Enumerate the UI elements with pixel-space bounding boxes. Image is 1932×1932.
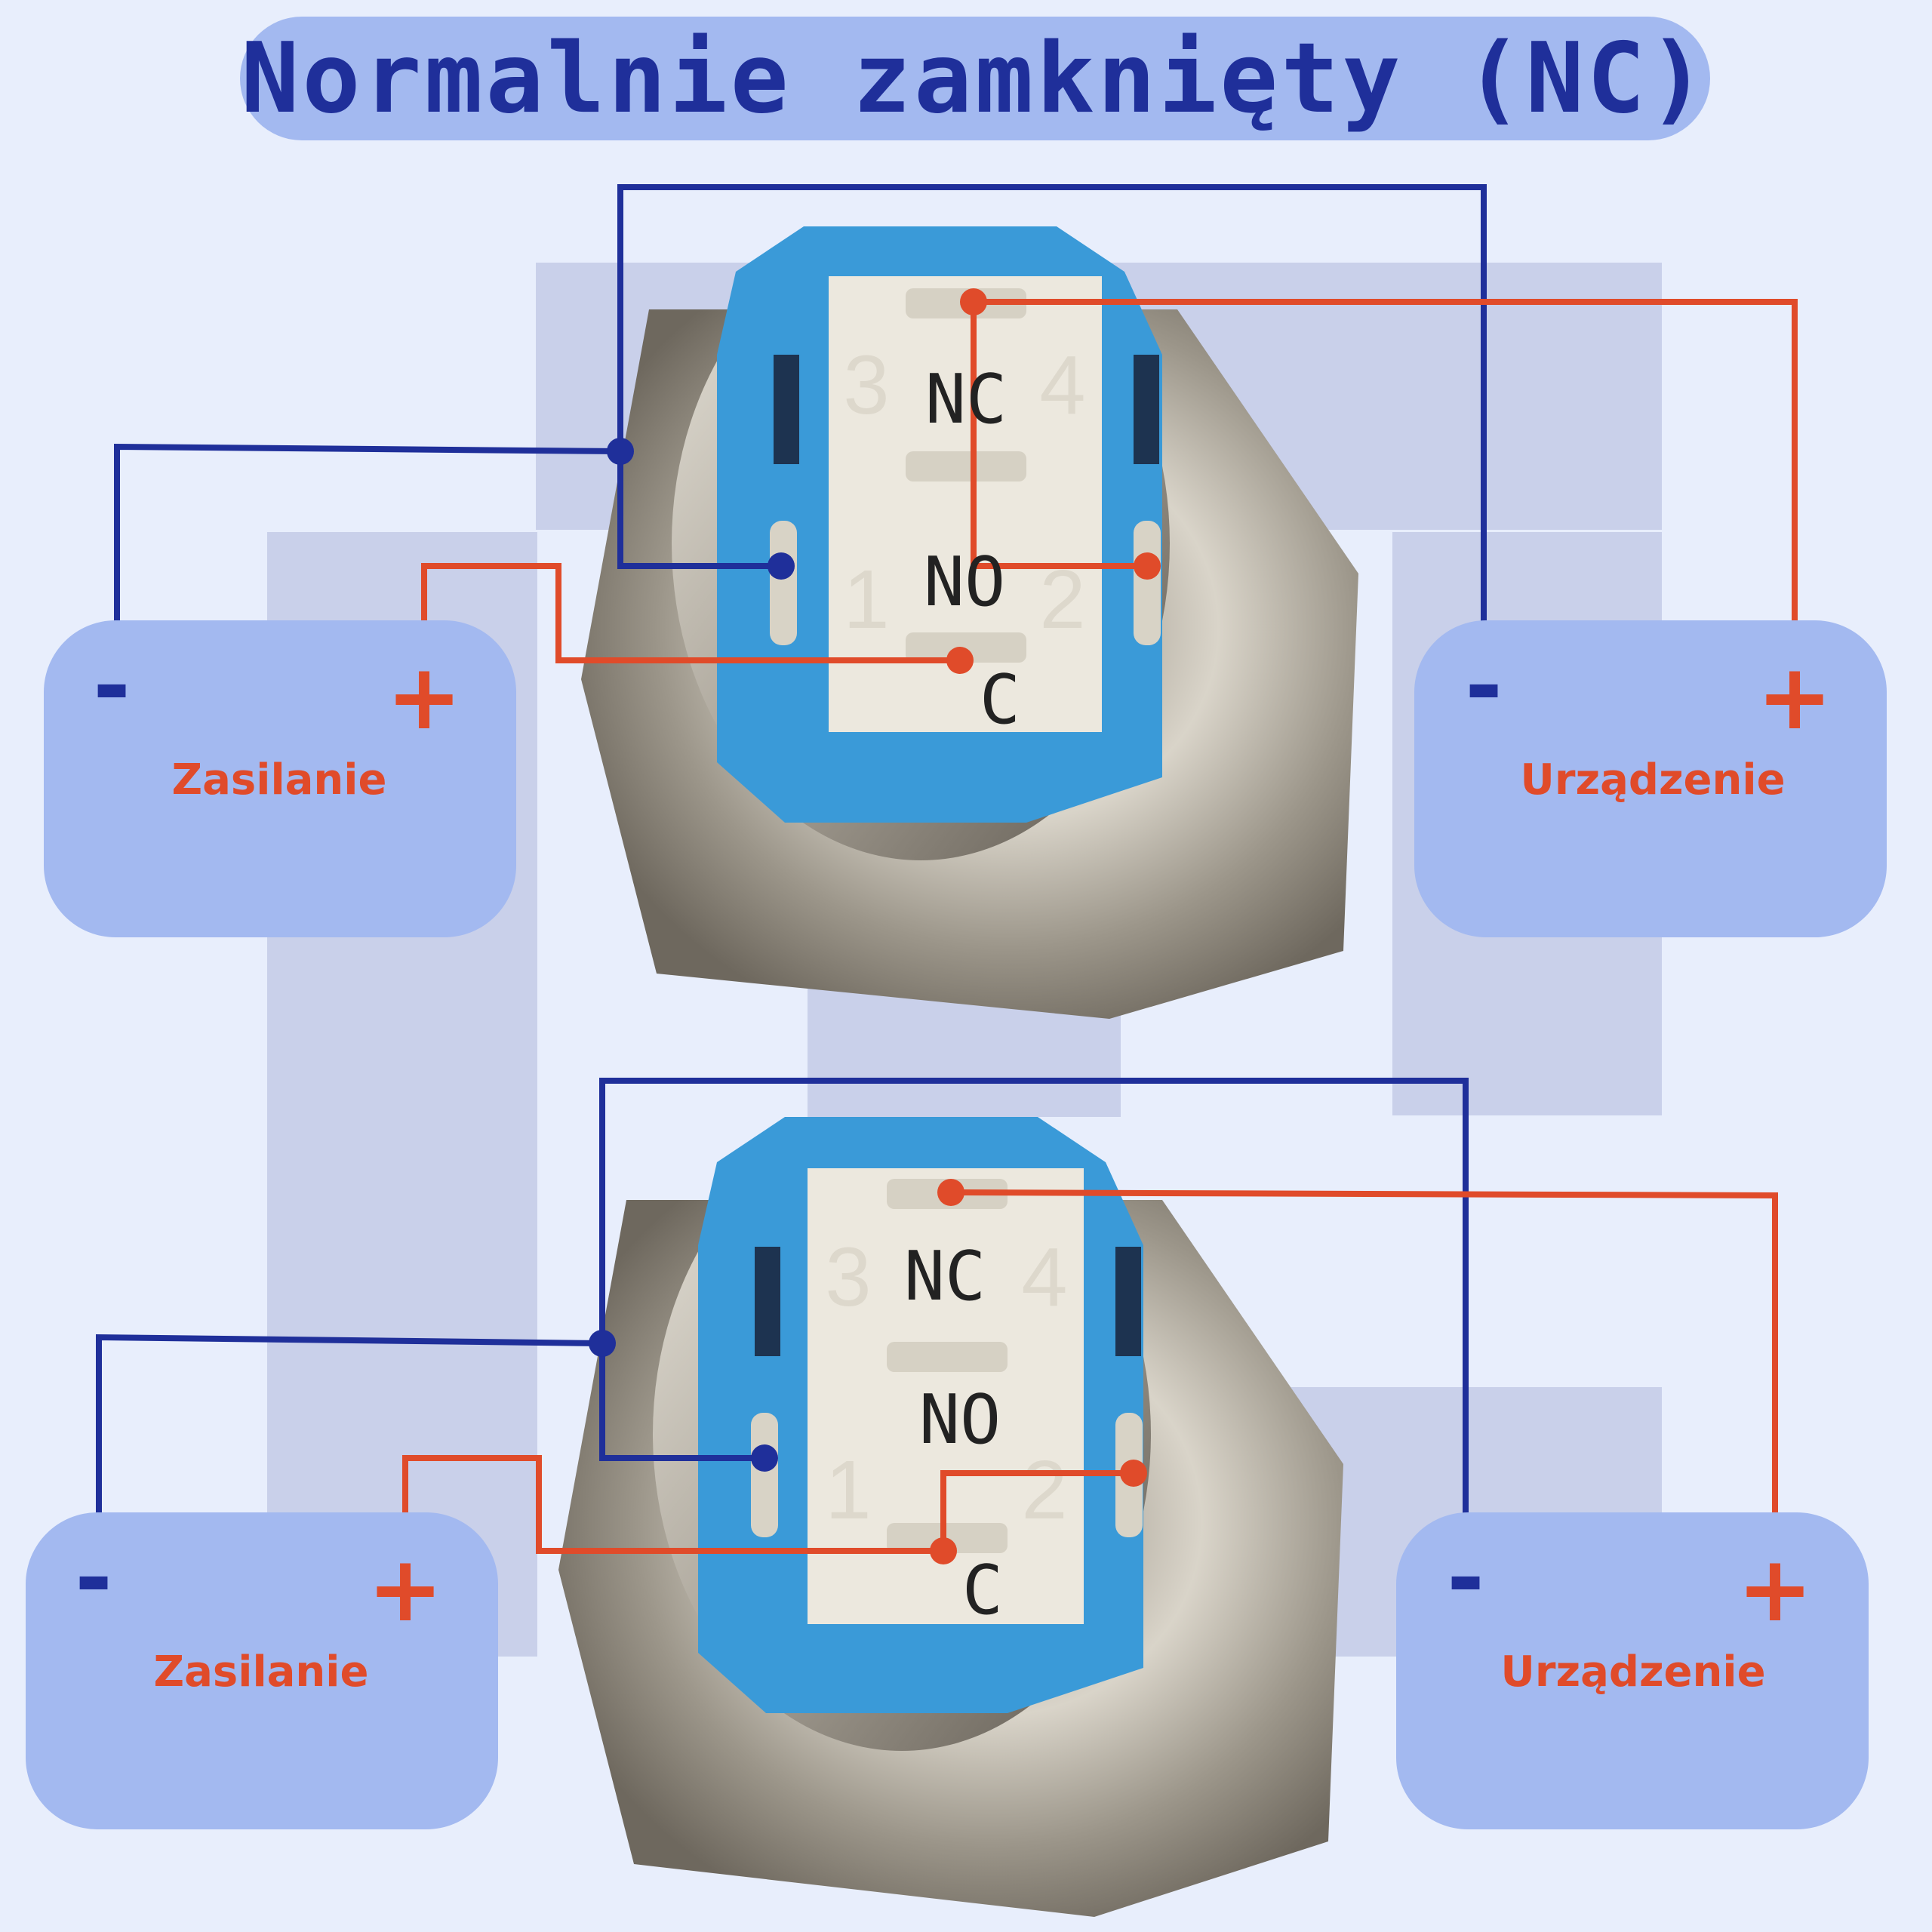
source-panel (26, 1512, 498, 1829)
pin-number: 2 (1021, 1444, 1067, 1537)
lamp-terminal (751, 1413, 778, 1537)
pin-lug (887, 1342, 1008, 1372)
device-label: Urządzenie (1500, 1647, 1765, 1697)
source-plus-sign: + (386, 645, 463, 750)
positive-wire-source (421, 563, 960, 663)
pin-label-no: NO (919, 1380, 1001, 1460)
pin-label-c: C (980, 660, 1020, 740)
pin-number: 4 (1039, 339, 1085, 432)
device-panel (1414, 620, 1887, 937)
wires (96, 1078, 1778, 1554)
nc-no-bridge-wire (971, 302, 1147, 569)
diagram-1: 3 4 1 2 (44, 184, 1887, 1019)
junction-dot (589, 1330, 616, 1357)
device-plus-sign: + (1737, 1537, 1814, 1642)
source-plus-sign: + (368, 1537, 444, 1642)
c-no-bridge-wire (940, 1470, 1134, 1551)
junction-dot (960, 288, 987, 315)
pin-number: 3 (843, 339, 889, 432)
source-minus-sign: - (75, 1526, 112, 1631)
device-label: Urządzenie (1520, 755, 1785, 804)
device-minus-sign: - (1447, 1526, 1484, 1631)
source-label: Zasilanie (154, 1647, 369, 1697)
housing-slot (774, 355, 799, 464)
junction-dot (751, 1444, 778, 1472)
device-minus-sign: - (1465, 634, 1503, 739)
pin-lug (906, 632, 1026, 663)
pin-label-c: C (962, 1551, 1003, 1630)
junction-dot (946, 647, 974, 674)
negative-wire-device (617, 184, 1487, 645)
junction-dot (768, 552, 795, 580)
junction-dot (1120, 1460, 1147, 1487)
housing-slot (1134, 355, 1159, 464)
pin-label-nc: NC (904, 1237, 986, 1316)
power-source-box: - + Zasilanie (44, 620, 516, 937)
pin-number: 4 (1021, 1231, 1067, 1324)
junction-dot (607, 438, 634, 465)
positive-wire-source (402, 1455, 943, 1554)
pin-number: 1 (843, 553, 889, 646)
negative-wire-device (599, 1078, 1469, 1537)
device-panel (1396, 1512, 1869, 1829)
pin-label-no: NO (924, 543, 1005, 622)
source-label: Zasilanie (172, 755, 387, 804)
housing-slot (1115, 1247, 1141, 1356)
housing-slot (755, 1247, 780, 1356)
positive-wire-device (974, 299, 1798, 645)
title-banner: Normalnie zamknięty (NC) (240, 17, 1710, 140)
source-panel (44, 620, 516, 937)
positive-wire-device (950, 1189, 1778, 1537)
pin-number: 3 (825, 1231, 871, 1324)
junction-dot (1134, 552, 1161, 580)
lamp-terminal (1134, 521, 1161, 645)
junction-dot (930, 1537, 957, 1564)
power-source-box: - + Zasilanie (26, 1512, 498, 1829)
source-minus-sign: - (93, 634, 131, 739)
page-title: Normalnie zamknięty (NC) (241, 22, 1709, 135)
junction-dot (937, 1179, 964, 1206)
lamp-terminal (770, 521, 797, 645)
diagram-2: 3 4 1 2 (26, 1078, 1869, 1917)
pin-number: 1 (825, 1444, 871, 1537)
device-box: - + Urządzenie (1414, 620, 1887, 937)
device-plus-sign: + (1757, 645, 1833, 750)
pin-lug (906, 451, 1026, 481)
device-box: - + Urządzenie (1396, 1512, 1869, 1829)
pin-label-nc: NC (925, 360, 1007, 439)
